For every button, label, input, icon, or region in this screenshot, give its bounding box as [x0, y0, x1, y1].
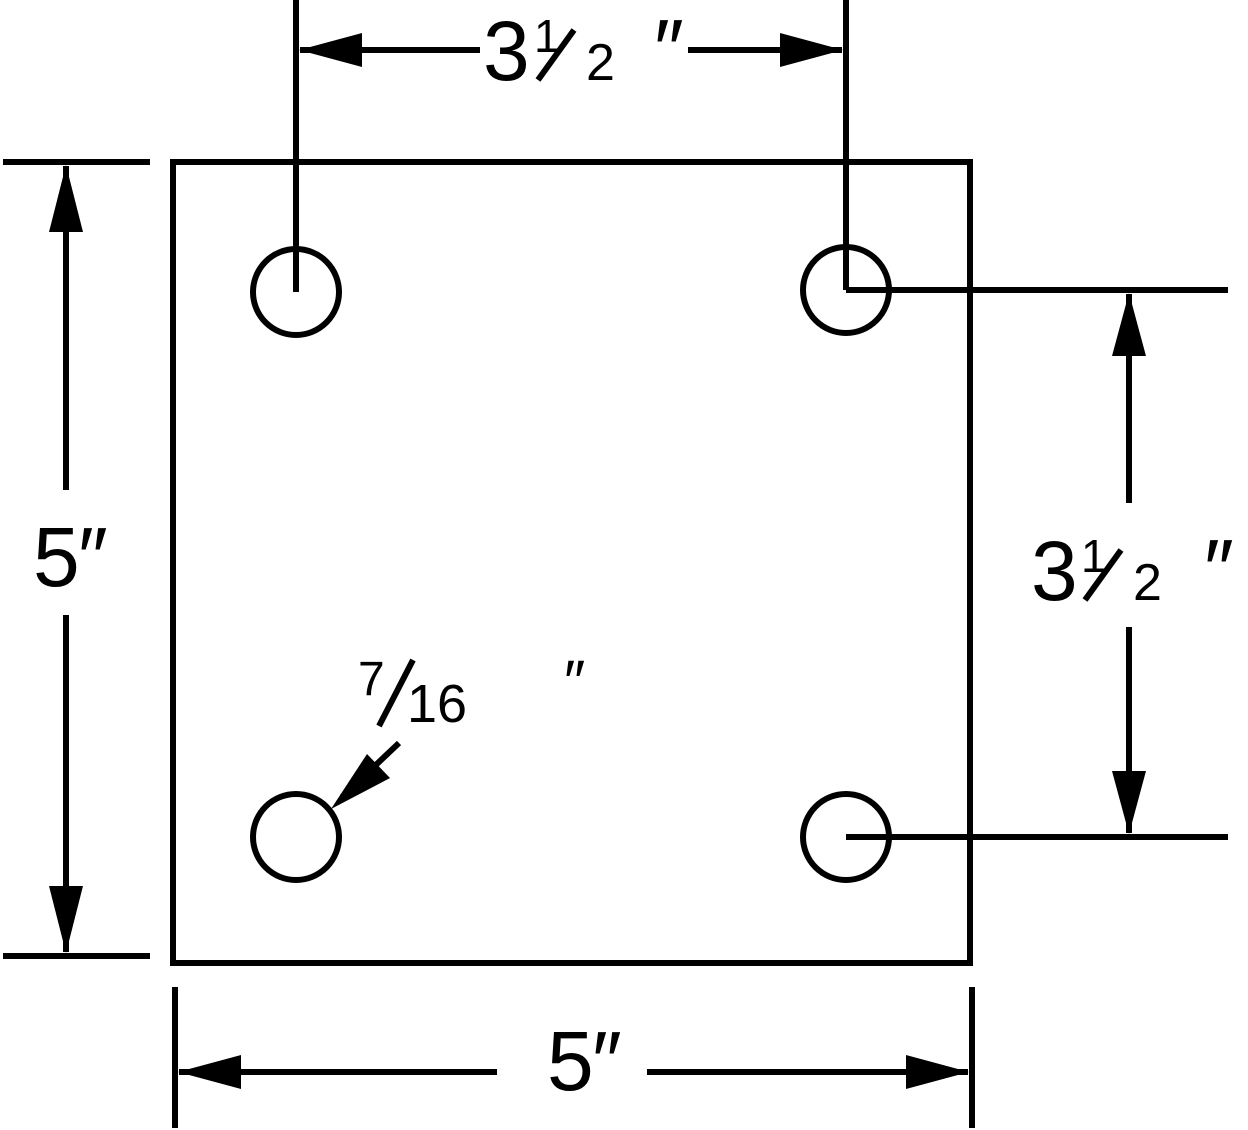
hole-diameter-numerator: 7: [358, 653, 385, 706]
left-arrowhead-top: [49, 165, 83, 232]
bottom-width-dimension: 5 ″: [172, 987, 975, 1128]
left-height-unit: ″: [78, 510, 108, 604]
left-height-whole: 5: [33, 510, 80, 604]
top-arrowhead-left: [299, 33, 362, 67]
hole-diameter-unit: ″: [564, 648, 585, 715]
top-spacing-dimension: 3 1 2 ″: [293, 0, 849, 292]
right-spacing-fraction-bar: [1082, 548, 1124, 602]
bottom-width-whole: 5: [547, 1014, 594, 1108]
right-arrowhead-bottom: [1112, 771, 1146, 834]
left-arrowhead-bottom: [49, 886, 83, 953]
hole-diameter-denominator: 16: [407, 674, 467, 734]
hole-diameter-arrowhead: [331, 754, 390, 809]
right-spacing-dimension: 3 1 2 ″: [846, 287, 1234, 840]
top-spacing-whole: 3: [483, 4, 530, 98]
right-spacing-unit: ″: [1204, 522, 1234, 616]
top-spacing-fraction-bar: [535, 28, 577, 82]
top-spacing-unit: ″: [654, 2, 684, 96]
right-spacing-denominator: 2: [1133, 554, 1162, 612]
hole-diameter-callout: 7 16 ″: [331, 648, 585, 809]
hole-diameter-fraction-bar: [376, 658, 416, 728]
top-arrowhead-right: [780, 33, 843, 67]
plate-outline: [170, 159, 973, 966]
top-spacing-denominator: 2: [586, 34, 615, 92]
bottom-arrowhead-right: [906, 1055, 969, 1089]
bottom-width-unit: ″: [592, 1014, 622, 1108]
bottom-arrowhead-left: [178, 1055, 241, 1089]
right-spacing-whole: 3: [1031, 524, 1078, 618]
right-arrowhead-top: [1112, 293, 1146, 356]
left-height-dimension: 5 ″: [3, 159, 150, 959]
bolt-hole-bottom-left: [250, 791, 342, 883]
